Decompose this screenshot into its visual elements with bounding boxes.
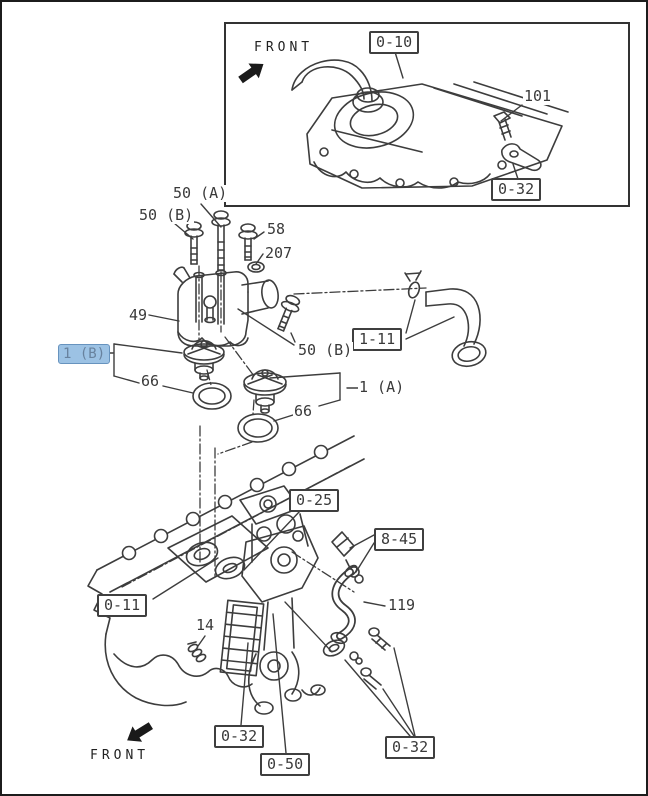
front-arrow-ne-icon xyxy=(238,63,264,84)
ref-1-11[interactable]: 1-11 xyxy=(352,328,403,351)
leader-lines xyxy=(100,51,523,754)
water-hose-drawing xyxy=(425,288,487,368)
rocker-cover-drawing xyxy=(291,59,569,189)
inset-frame xyxy=(224,22,630,207)
part-label-207[interactable]: 207 xyxy=(264,244,294,262)
front-label-top: FRONT xyxy=(254,40,314,55)
cylinder-head-drawing xyxy=(87,435,365,707)
banjo-bolts-drawing xyxy=(349,627,391,690)
gasket-66-right-drawing xyxy=(237,413,279,443)
ref-0-32-inset[interactable]: 0-32 xyxy=(491,178,542,201)
spring-14-drawing xyxy=(187,641,207,663)
part-label-50a[interactable]: 50 (A) xyxy=(172,184,229,202)
part-label-49[interactable]: 49 xyxy=(128,306,149,324)
front-label-bottom: FRONT xyxy=(90,748,150,763)
hose-clamp-drawing xyxy=(404,270,422,299)
bolt-50b-lower-drawing xyxy=(277,294,301,332)
ref-0-32-right[interactable]: 0-32 xyxy=(385,736,436,759)
ref-0-25[interactable]: 0-25 xyxy=(289,489,340,512)
bolt-101-drawing xyxy=(493,111,542,172)
ref-0-11[interactable]: 0-11 xyxy=(97,594,148,617)
part-label-66-right[interactable]: 66 xyxy=(293,402,314,420)
ref-8-45[interactable]: 8-45 xyxy=(374,528,425,551)
gasket-66-left-drawing xyxy=(192,382,232,410)
pump-to-banjo-line xyxy=(284,601,333,653)
part-label-1b-selected[interactable]: 1 (B) xyxy=(58,344,111,364)
part-label-66-left[interactable]: 66 xyxy=(140,372,161,390)
thermostat-b-drawing xyxy=(183,339,225,381)
part-label-50b-lower[interactable]: 50 (B) xyxy=(297,341,354,359)
part-label-1a[interactable]: 1 (A) xyxy=(358,378,406,396)
ref-0-50[interactable]: 0-50 xyxy=(260,753,311,776)
ref-0-10[interactable]: 0-10 xyxy=(369,31,420,54)
center-axis-lines xyxy=(121,265,427,593)
ref-0-32-bottom[interactable]: 0-32 xyxy=(214,725,265,748)
part-label-119[interactable]: 119 xyxy=(387,596,417,614)
front-arrow-sw-icon xyxy=(127,722,153,742)
pipe-119-drawing xyxy=(322,564,358,657)
bolt-50b-upper-drawing xyxy=(184,221,204,265)
part-label-50b-upper[interactable]: 50 (B) xyxy=(138,206,195,224)
bolt-58-drawing xyxy=(238,223,258,261)
part-label-101[interactable]: 101 xyxy=(523,87,553,105)
thermostat-a-drawing xyxy=(243,369,287,414)
part-label-58[interactable]: 58 xyxy=(266,220,287,238)
thermostat-housing-drawing xyxy=(173,266,279,347)
part-label-14[interactable]: 14 xyxy=(195,616,216,634)
